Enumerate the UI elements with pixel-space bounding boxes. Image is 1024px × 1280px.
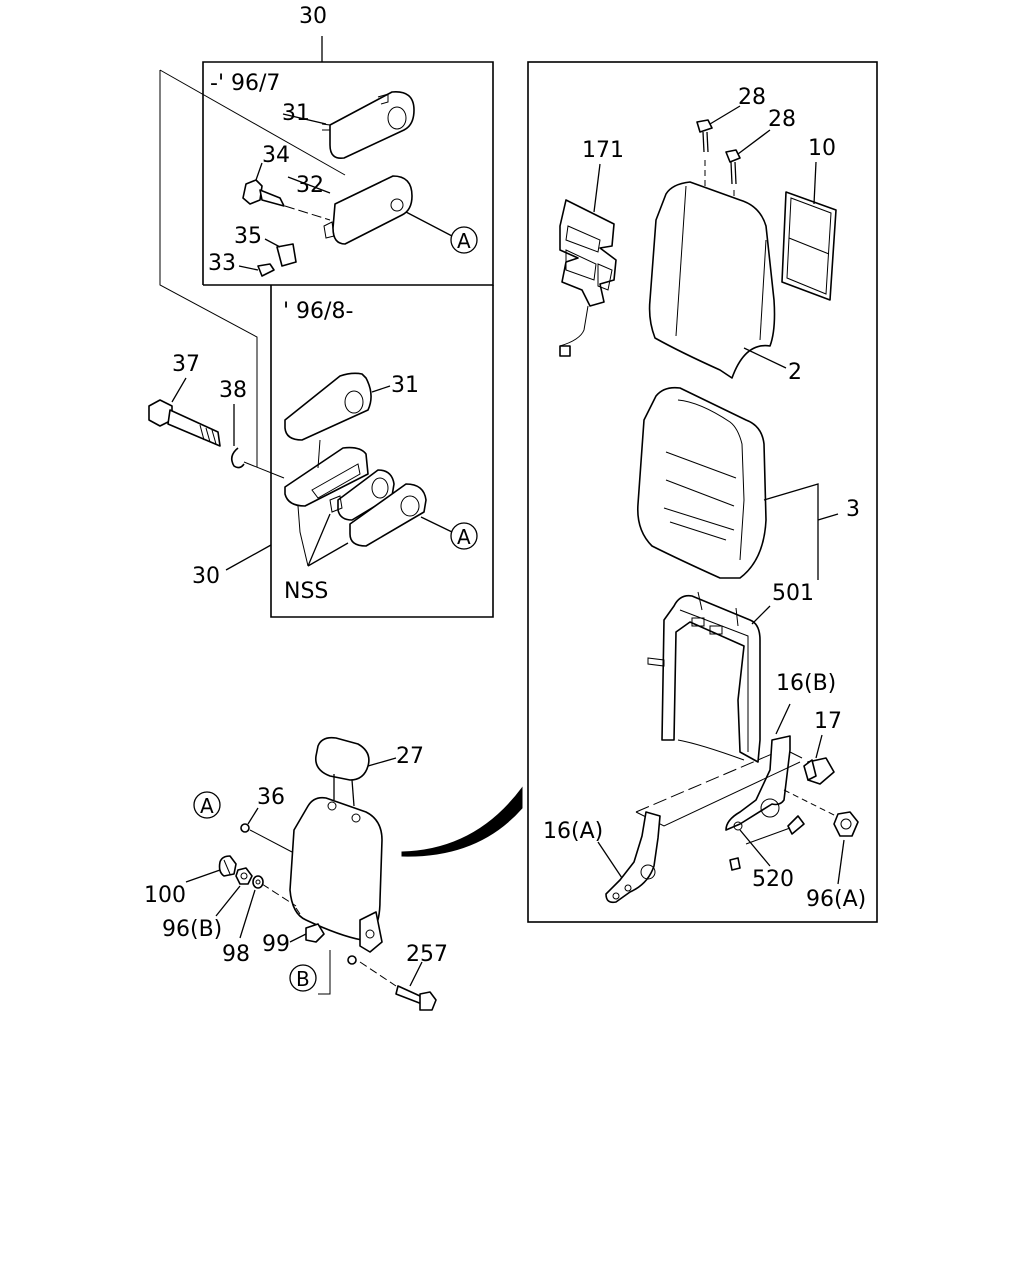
armrest-nss [284,439,427,567]
part-number-257: 257 [406,942,448,967]
part-number-30-left: 30 [192,564,220,589]
clip-38 [230,447,245,469]
part-number-96b: 96(B) [162,917,222,942]
bolt-257 [347,955,437,1011]
part-number-38: 38 [219,378,247,403]
bolt-37 [148,399,221,447]
part-number-31-top: 31 [282,101,310,126]
seat-back-frame-501 [647,591,761,763]
part-number-32: 32 [296,173,324,198]
part-number-17: 17 [814,709,842,734]
bolt-28-a [696,119,713,200]
clip-35 [276,243,297,267]
armrest-cover-31-late [284,372,372,441]
ref-a-circle-1 [450,226,478,254]
recliner-bracket-16a [605,811,661,904]
nut-96b [235,867,253,885]
arrow-to-detail [401,786,523,857]
ref-b-circle [289,964,317,992]
seat-back-assembly: 27 A 36 100 96(B) [144,736,523,1011]
ref-a-label-1: A [457,229,471,253]
part-number-10: 10 [808,136,836,161]
cap-33 [257,263,275,277]
part-number-16a: 16(A) [543,819,603,844]
part-number-99: 99 [262,932,290,957]
bolt-520 [729,815,805,871]
part-number-98: 98 [222,942,250,967]
ref-a-circle-2 [450,522,478,550]
part-number-2: 2 [788,360,802,385]
part-number-96a: 96(A) [806,887,866,912]
part-number-36: 36 [257,785,285,810]
part-number-35: 35 [234,224,262,249]
part-number-37: 37 [172,352,200,377]
part-number-16b: 16(B) [776,671,836,696]
part-number-28-a: 28 [738,85,766,110]
part-number-27: 27 [396,744,424,769]
nss-label: NSS [284,579,328,604]
nut-96a [833,811,859,837]
heater-pad-171 [559,199,617,357]
seat-back-pad-3 [636,386,767,579]
armrest-32 [323,175,413,245]
ref-a-label-2: A [457,525,471,549]
armrest-cover-31 [321,91,415,160]
armrest-box-late: ' 96/8- 31 NSS A [270,285,494,618]
ref-a-label-3: A [200,794,214,818]
part-number-520: 520 [752,867,794,892]
part-number-31-mid: 31 [391,373,419,398]
period-label-late: ' 96/8- [283,299,353,324]
part-number-33: 33 [208,251,236,276]
recliner-bracket-16b [725,735,791,831]
part-number-100: 100 [144,883,186,908]
washer-98 [252,875,264,889]
bolt-99 [295,907,325,943]
leader-line-frame [159,70,258,467]
headrest-27 [314,736,370,807]
seat-back-cover-2 [648,181,776,379]
screw-34 [242,179,285,207]
seat-back-body [289,796,383,953]
part-number-34: 34 [262,143,290,168]
seat-back-box: 171 28 28 10 [527,61,878,923]
bolt-17 [803,757,835,785]
part-number-30-top: 30 [299,4,327,29]
armrest-box-early: 30 -' 96/7 31 32 34 3 [202,4,494,286]
part-number-28-b: 28 [768,107,796,132]
part-number-171: 171 [582,138,624,163]
ref-b-label: B [296,967,310,991]
bolt-28-b [725,149,741,214]
period-label-early: -' 96/7 [210,71,280,96]
ref-a-circle-3 [193,791,221,819]
part-number-3: 3 [846,497,860,522]
cap-100 [218,855,237,877]
badge-10 [781,191,837,301]
part-number-501: 501 [772,581,814,606]
washer-36 [240,823,250,833]
